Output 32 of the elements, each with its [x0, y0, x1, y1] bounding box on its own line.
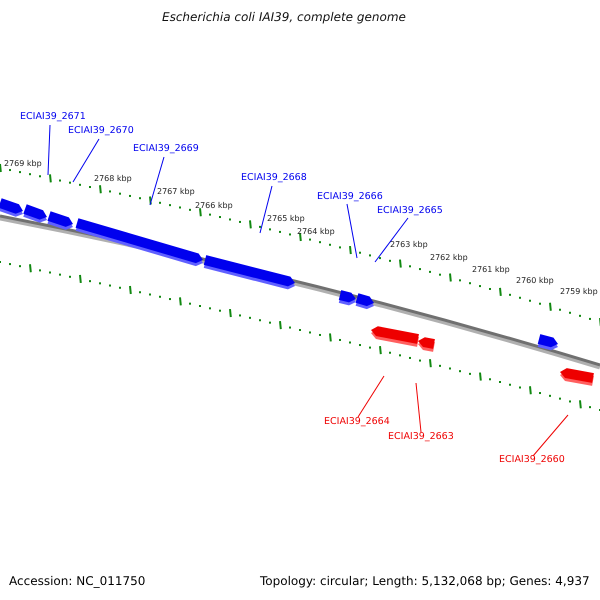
gene-label: ECIAI39_2660 [499, 455, 565, 466]
scale-label: 2766 kbp [195, 202, 233, 211]
leader-line [260, 186, 272, 234]
gene-label: ECIAI39_2671 [20, 112, 86, 122]
chart-title: Escherichia coli IAI39, complete genome [162, 11, 406, 24]
scale-label: 2762 kbp [430, 254, 468, 263]
leader-line [48, 124, 50, 176]
leader-line [532, 414, 568, 456]
scale-label: 2763 kbp [390, 241, 428, 250]
scale-label: 2759 kbp [560, 288, 598, 297]
scale-label: 2761 kbp [472, 266, 510, 275]
leader-line [374, 218, 408, 262]
scale-label: 2765 kbp [267, 215, 305, 224]
scale-label: 2768 kbp [94, 175, 132, 184]
leader-line [358, 376, 384, 418]
leader-line [346, 204, 358, 258]
leader-line [416, 382, 422, 432]
scale-label: 2767 kbp [157, 188, 195, 197]
genome-info-label: Topology: circular; Length: 5,132,068 bp; Genes: 4,937 [260, 575, 590, 588]
gene-label: ECIAI39_2669 [133, 144, 199, 154]
scale-label: 2764 kbp [297, 228, 335, 237]
leader-line [150, 156, 164, 206]
gene-label: ECIAI39_2670 [68, 126, 134, 136]
scale-label: 2760 kbp [516, 277, 554, 286]
gene-label: ECIAI39_2665 [377, 206, 443, 216]
scale-label: 2769 kbp [4, 160, 42, 169]
accession-label: Accession: NC_011750 [9, 575, 146, 588]
gene-label: ECIAI39_2666 [317, 192, 383, 202]
gene-label: ECIAI39_2663 [388, 432, 454, 442]
gene-label: ECIAI39_2668 [241, 173, 307, 184]
gene-label: ECIAI39_2664 [324, 417, 390, 428]
leader-line [72, 138, 100, 182]
